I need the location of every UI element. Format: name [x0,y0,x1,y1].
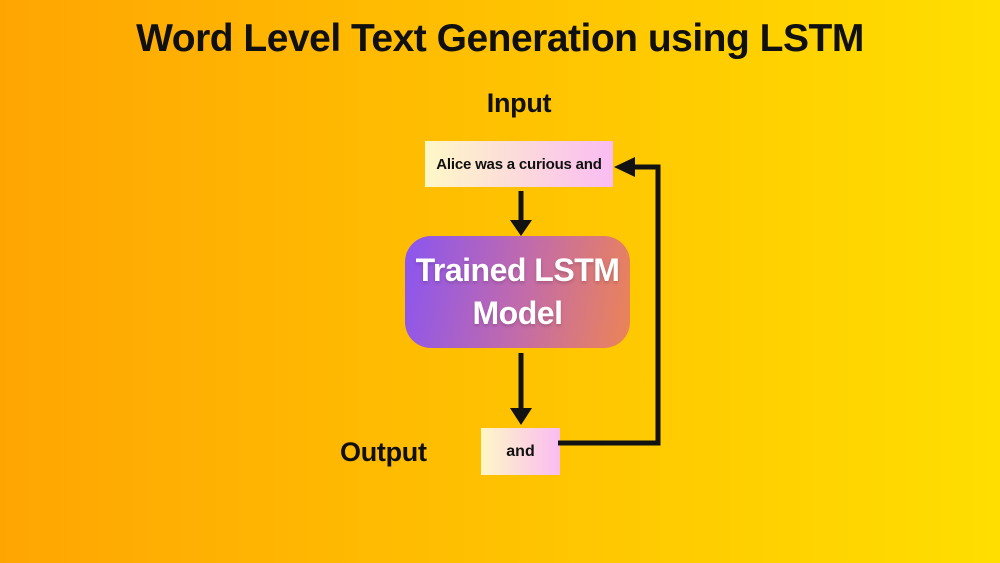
output-text: and [506,442,535,460]
lstm-model-label: Trained LSTM Model [415,251,620,331]
page-title: Word Level Text Generation using LSTM [136,17,864,60]
input-label: Input [486,88,552,118]
output-text-box: and [481,428,560,475]
input-text-box: Alice was a curious and [425,141,613,187]
down-arrow-input-to-model-icon [510,191,532,236]
input-text: Alice was a curious and [436,155,602,173]
lstm-model-box: Trained LSTM Model [405,236,630,348]
output-label: Output [340,437,427,467]
down-arrow-model-to-output-icon [510,353,532,425]
